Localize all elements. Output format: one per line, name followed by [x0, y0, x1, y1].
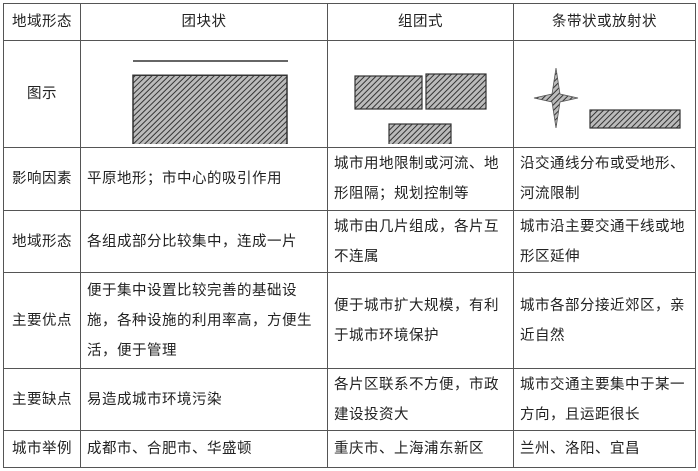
- table-cell: 各片区联系不方便，市政建设投资大: [327, 368, 514, 431]
- diagram-cluster: [80, 40, 328, 148]
- row-label: 城市举例: [3, 430, 81, 468]
- header-cell: 条带状或放射状: [513, 3, 696, 41]
- table-cell: 兰州、洛阳、宜昌: [513, 430, 696, 468]
- diagram-row: 图示: [3, 40, 696, 148]
- table-cell: 城市交通主要集中于某一方向，且运距很长: [513, 368, 696, 431]
- diagram-group: [327, 40, 514, 148]
- table-row: 城市举例 成都市、合肥市、华盛顿 重庆市、上海浦东新区 兰州、洛阳、宜昌: [3, 430, 696, 468]
- group-diagram: [354, 73, 487, 144]
- row-label: 地域形态: [3, 210, 81, 273]
- row-label: 图示: [3, 40, 81, 148]
- row-label: 主要优点: [3, 272, 81, 369]
- row-label: 主要缺点: [3, 368, 81, 431]
- table-row: 主要优点 便于集中设置比较完善的基础设施，各种设施的利用率高，方便生活，便于管理…: [3, 272, 696, 369]
- table-cell: 各组成部分比较集中，连成一片: [80, 210, 328, 273]
- table-row: 影响因素 平原地形；市中心的吸引作用 城市用地限制或河流、地形阻隔；规划控制等 …: [3, 147, 696, 211]
- table-cell: 便于集中设置比较完善的基础设施，各种设施的利用率高，方便生活，便于管理: [80, 272, 328, 369]
- header-cell: 组团式: [327, 3, 514, 41]
- table-cell: 城市用地限制或河流、地形阻隔；规划控制等: [327, 147, 514, 211]
- row-label: 影响因素: [3, 147, 81, 211]
- header-cell: 团块状: [80, 3, 328, 41]
- table-cell: 沿交通线分布或受地形、河流限制: [513, 147, 696, 211]
- diagram-band: [513, 40, 696, 148]
- band-diagram: [533, 67, 681, 129]
- table-cell: 平原地形；市中心的吸引作用: [80, 147, 328, 211]
- table-cell: 城市各部分接近郊区，亲近自然: [513, 272, 696, 369]
- header-cell: 地域形态: [3, 3, 81, 41]
- table-cell: 重庆市、上海浦东新区: [327, 430, 514, 468]
- table-cell: 便于城市扩大规模，有利于城市环境保护: [327, 272, 514, 369]
- header-row: 地域形态 团块状 组团式 条带状或放射状: [3, 3, 696, 41]
- table-row: 主要缺点 易造成城市环境污染 各片区联系不方便，市政建设投资大 城市交通主要集中…: [3, 368, 696, 431]
- cluster-diagram: [132, 60, 288, 144]
- city-form-table: 地域形态 团块状 组团式 条带状或放射状 图示 影响因素: [3, 3, 696, 468]
- table-cell: 成都市、合肥市、华盛顿: [80, 430, 328, 468]
- table-cell: 易造成城市环境污染: [80, 368, 328, 431]
- table-cell: 城市由几片组成，各片互不连属: [327, 210, 514, 273]
- table-row: 地域形态 各组成部分比较集中，连成一片 城市由几片组成，各片互不连属 城市沿主要…: [3, 210, 696, 273]
- table-cell: 城市沿主要交通干线或地形区延伸: [513, 210, 696, 273]
